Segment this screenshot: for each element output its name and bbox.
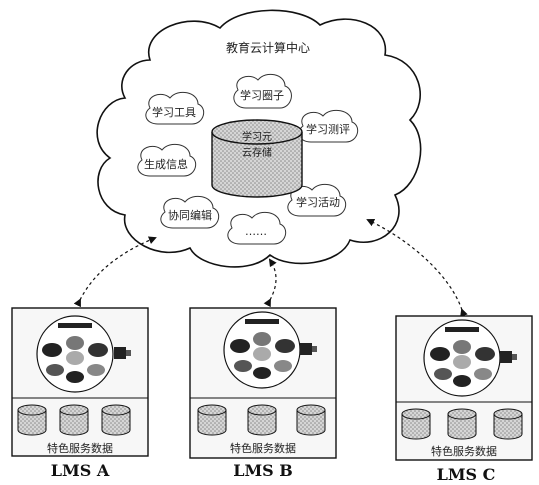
link-arrow-c bbox=[366, 218, 468, 317]
lms-c-dbs bbox=[401, 408, 523, 440]
svg-text:学习测评: 学习测评 bbox=[306, 122, 350, 136]
link-arrow-b bbox=[263, 258, 277, 308]
lms-c-title: LMS C bbox=[437, 465, 496, 484]
lms-a: 特色服务数据 LMS A bbox=[11, 307, 149, 480]
svg-text:云存储: 云存储 bbox=[242, 146, 272, 159]
bubble-collab-edit: 协同编辑 bbox=[160, 195, 220, 229]
bubble-study-circle: 学习圈子 bbox=[233, 73, 292, 109]
bubble-generated-info: 生成信息 bbox=[137, 143, 197, 177]
lms-b-title: LMS B bbox=[233, 461, 293, 480]
svg-text:学习工具: 学习工具 bbox=[152, 105, 196, 119]
lms-c-hub bbox=[423, 319, 517, 397]
bubble-ellipsis: …… bbox=[227, 211, 287, 245]
svg-text:学习元: 学习元 bbox=[242, 130, 272, 143]
lms-a-title: LMS A bbox=[51, 461, 110, 480]
bubble-study-tools: 学习工具 bbox=[145, 91, 205, 125]
bubble-study-assessment: 学习测评 bbox=[298, 109, 359, 143]
lms-b-dbs bbox=[197, 404, 326, 436]
svg-text:……: …… bbox=[245, 225, 267, 238]
lms-c-data-label: 特色服务数据 bbox=[431, 444, 497, 458]
link-arrow-a bbox=[73, 236, 157, 308]
lms-b-hub bbox=[223, 311, 317, 389]
lms-a-data-label: 特色服务数据 bbox=[47, 441, 113, 455]
svg-text:学习圈子: 学习圈子 bbox=[240, 88, 284, 102]
lms-a-hub bbox=[36, 315, 131, 393]
svg-text:生成信息: 生成信息 bbox=[144, 157, 188, 171]
svg-text:协同编辑: 协同编辑 bbox=[168, 208, 212, 222]
lms-b: 特色服务数据 LMS B bbox=[189, 307, 337, 480]
bubble-study-activity: 学习活动 bbox=[287, 183, 347, 217]
svg-text:学习活动: 学习活动 bbox=[296, 195, 340, 209]
lms-b-data-label: 特色服务数据 bbox=[230, 441, 296, 455]
lms-c: 特色服务数据 LMS C bbox=[395, 315, 533, 484]
lms-a-dbs bbox=[17, 404, 131, 436]
cloud-title: 教育云计算中心 bbox=[226, 40, 310, 55]
cloud-storage-cylinder: 学习元 云存储 bbox=[211, 119, 303, 198]
